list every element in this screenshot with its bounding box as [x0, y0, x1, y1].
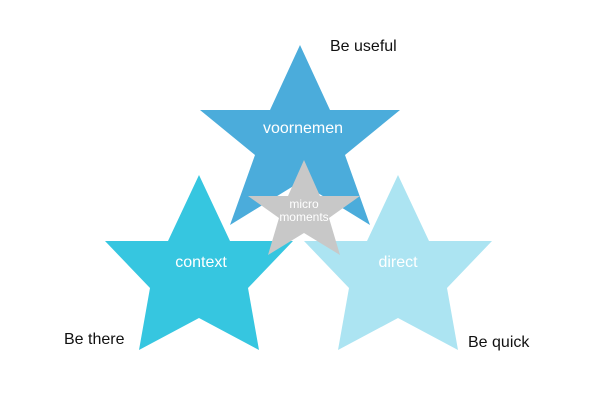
- left-star-caption: Be there: [64, 331, 125, 348]
- center-star-label-line1: micro: [289, 197, 319, 211]
- center-star: [248, 160, 360, 255]
- left-star: [105, 175, 293, 350]
- right-star-caption: Be quick: [468, 334, 530, 351]
- center-star-label-line2: moments: [279, 210, 328, 224]
- right-star-label: direct: [378, 254, 418, 271]
- top-star: [200, 45, 400, 225]
- top-star-caption: Be useful: [330, 38, 397, 55]
- left-star-label: context: [175, 254, 227, 271]
- right-star: [304, 175, 492, 350]
- top-star-label: voornemen: [263, 120, 343, 137]
